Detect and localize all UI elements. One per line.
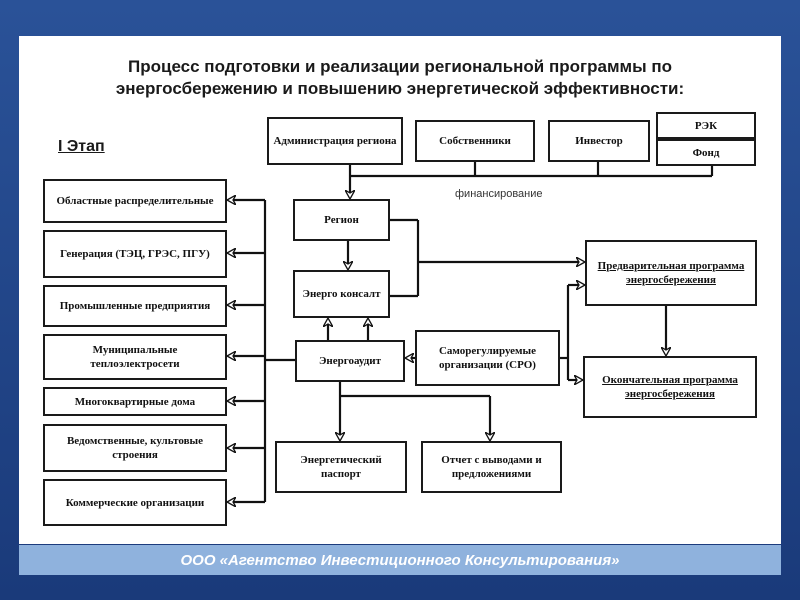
box-rek: РЭК — [656, 112, 756, 139]
box-final-program: Окончательная программа энергосбережения — [583, 356, 757, 418]
box-passport: Энергетический паспорт — [275, 441, 407, 493]
box-report: Отчет с выводами и предложениями — [421, 441, 562, 493]
title-line-1: Процесс подготовки и реализации регионал… — [128, 57, 672, 76]
box-fund: Фонд — [656, 139, 756, 166]
title-line-2: энергосбережению и повышению энергетичес… — [115, 79, 685, 98]
box-left-1: Областные распределительные — [43, 179, 227, 223]
box-preliminary-program: Предварительная программа энергосбережен… — [585, 240, 757, 306]
box-left-2: Генерация (ТЭЦ, ГРЭС, ПГУ) — [43, 230, 227, 278]
stage-label: I Этап — [58, 138, 105, 155]
box-energo-consult: Энерго консалт — [293, 270, 390, 318]
box-left-7: Коммерческие организации — [43, 479, 227, 526]
page-title: Процесс подготовки и реализации регионал… — [40, 56, 760, 100]
box-region: Регион — [293, 199, 390, 241]
box-left-5: Многоквартирные дома — [43, 387, 227, 416]
box-investor: Инвестор — [548, 120, 650, 162]
box-admin: Администрация региона — [267, 117, 403, 165]
box-left-3: Промышленные предприятия — [43, 285, 227, 327]
footer-banner: ООО «Агентство Инвестиционного Консульти… — [19, 545, 781, 575]
box-sro: Саморегулируемые организации (СРО) — [415, 330, 560, 386]
box-left-4: Муниципальные теплоэлектросети — [43, 334, 227, 380]
box-energoaudit: Энергоаудит — [295, 340, 405, 382]
box-owners: Собственники — [415, 120, 535, 162]
financing-label: финансирование — [455, 188, 543, 200]
